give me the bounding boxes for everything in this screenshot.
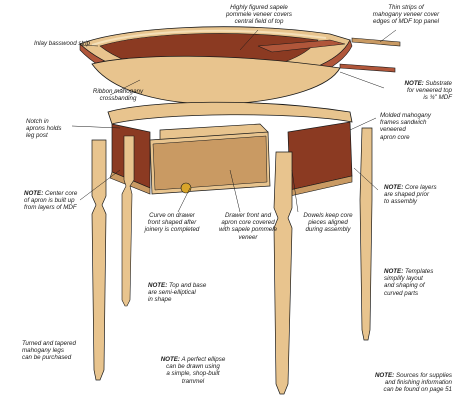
core-layers-text: Core layers are shaped prior to assembly (384, 184, 437, 206)
veneer-strip-1 (257, 39, 346, 53)
leg-back (359, 127, 373, 341)
drawer-front-veneer (152, 135, 268, 191)
leader-curve (177, 187, 191, 213)
center-core-text: Center core of apron is built up from la… (24, 190, 78, 212)
note-prefix: NOTE: (404, 80, 424, 87)
inlay-strip (91, 29, 327, 46)
label-molded: Molded mahogany frames sandwich veneered… (380, 112, 431, 141)
leader-notch (71, 125, 121, 129)
note-prefix: NOTE: (160, 356, 180, 363)
label-curve-drawer: Curve on drawer front shaped after joine… (144, 212, 200, 234)
leg-center (273, 151, 293, 395)
leader-inlay (79, 44, 99, 47)
label-sapele: Highly figured sapele pommele veneer cov… (225, 4, 293, 26)
templates-text: Templates simplify layout and shaping of… (384, 268, 434, 297)
veneer-strip-2 (351, 37, 401, 47)
note-prefix: NOTE: (374, 372, 395, 379)
leader-dowels (291, 169, 299, 213)
drawer (149, 123, 271, 195)
apron-top-frame (107, 101, 353, 125)
apron-frame (107, 101, 353, 197)
leader-center-core (79, 169, 121, 201)
label-sources: NOTE: Sources for supplies and finishing… (346, 372, 452, 394)
label-legs: Turned and tapered mahogany legs can be … (22, 340, 76, 362)
leg-back-left (121, 135, 135, 307)
leader-thin-strips (379, 29, 397, 43)
note-prefix: NOTE: (24, 190, 44, 197)
drawer-knob (180, 182, 192, 194)
label-center-core: NOTE: Center core of apron is built up f… (24, 190, 100, 212)
label-ribbon: Ribbon mahogany crossbanding (92, 88, 144, 103)
note-prefix: NOTE: (384, 184, 404, 191)
label-top-base: NOTE: Top and base are semi-elliptical i… (148, 282, 230, 304)
label-templates: NOTE: Templates simplify layout and shap… (384, 268, 452, 297)
note-prefix: NOTE: (384, 268, 404, 275)
leg-left (91, 139, 107, 381)
leader-core-layers (353, 167, 379, 191)
legs (91, 127, 373, 395)
label-inlay: Inlay basswood strip (34, 40, 91, 47)
substrate-text: Substrate for veneered top is ¾" MDF (406, 80, 452, 102)
thin-veneer-strips (257, 37, 401, 73)
note-prefix: NOTE: (148, 282, 168, 289)
label-core-layers: NOTE: Core layers are shaped prior to as… (384, 184, 452, 206)
label-drawer-front: Drawer front and apron core covered with… (218, 212, 278, 241)
ellipse-text: A perfect ellipse can be drawn using a s… (166, 356, 226, 385)
label-dowels: Dowels keep core pieces aligned during a… (303, 212, 353, 234)
label-notch: Notch in aprons holds leg post (26, 118, 62, 140)
label-ellipse: NOTE: A perfect ellipse can be drawn usi… (146, 356, 240, 385)
leader-molded (349, 117, 377, 131)
leader-substrate (339, 71, 385, 89)
leader-lines (71, 29, 397, 213)
label-substrate: NOTE: Substrate for veneered top is ¾" M… (372, 80, 452, 102)
veneer-strip-3 (339, 63, 396, 73)
leader-ribbon (109, 79, 141, 96)
top-base-text: Top and base are semi-elliptical in shap… (148, 282, 207, 304)
label-thin-strips: Thin strips of mahogany veneer cover edg… (372, 4, 440, 26)
leader-drawer-front (229, 169, 241, 213)
sources-text: Sources for supplies and finishing infor… (383, 372, 452, 394)
mdf-substrate-panel (91, 55, 341, 105)
leader-sapele (239, 29, 259, 51)
